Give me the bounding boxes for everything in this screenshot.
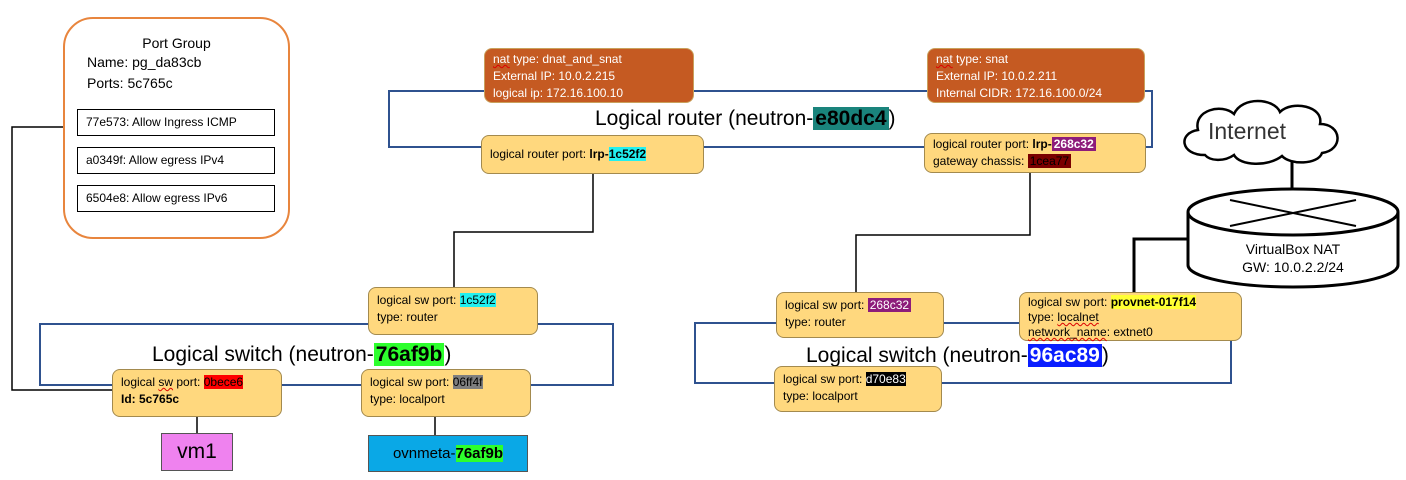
logical-router-label: Logical router (neutron-e80dc4)	[595, 107, 896, 130]
acl-rule: 77e573: Allow Ingress ICMP	[77, 109, 275, 136]
switch2-port-localport: logical sw port: d70e83 type: localport	[774, 366, 942, 412]
port-group: Port Group Name: pg_da83cb Ports: 5c765c…	[63, 17, 290, 239]
ovnmeta-node: ovnmeta-76af9b	[368, 435, 528, 472]
logical-switch-1-container	[39, 323, 614, 386]
wire-provnet-nat	[1132, 237, 1190, 292]
nat-rule-snat: nat type: snat External IP: 10.0.2.211 I…	[927, 48, 1145, 103]
router-port-lrp-268c32: logical router port: lrp-268c32 gateway …	[924, 133, 1146, 173]
logical-switch-1-label: Logical switch (neutron-76af9b)	[152, 343, 452, 366]
wire-portgroup-vm-port	[11, 126, 112, 391]
wire-lrp2-lsp2	[855, 173, 1031, 292]
port-group-ports: Ports: 5c765c	[87, 75, 173, 91]
internet-cloud-icon	[1183, 99, 1339, 165]
nat-rule-dnat-and-snat: nat type: dnat_and_snat External IP: 10.…	[484, 48, 694, 103]
switch1-port-vm: logical sw port: 0bece6 Id: 5c765c	[112, 369, 282, 417]
vm1-node: vm1	[161, 433, 233, 471]
switch1-port-localport: logical sw port: 06ff4f type: localport	[361, 369, 531, 417]
logical-router-container	[388, 90, 1153, 148]
virtualbox-nat-label: VirtualBox NAT GW: 10.0.2.2/24	[1242, 241, 1344, 275]
logical-switch-2-container	[694, 322, 1232, 384]
acl-rule: a0349f: Allow egress IPv4	[77, 147, 275, 174]
internet-label: Internet	[1208, 118, 1286, 144]
switch2-port-router: logical sw port: 268c32 type: router	[776, 292, 944, 338]
port-group-title: Port Group	[142, 35, 211, 51]
switch1-port-router: logical sw port: 1c52f2 type: router	[368, 287, 538, 335]
switch2-port-provnet: logical sw port: provnet-017f14 type: lo…	[1019, 292, 1242, 341]
wire-lrp1-lsp1	[453, 174, 594, 287]
router-port-lrp-1c52f2: logical router port: lrp-1c52f2	[481, 135, 704, 174]
port-group-name: Name: pg_da83cb	[87, 54, 202, 70]
virtualbox-nat-router-icon	[1186, 187, 1400, 289]
logical-switch-2-label: Logical switch (neutron-96ac89)	[806, 344, 1109, 367]
acl-rule: 6504e8: Allow egress IPv6	[77, 185, 275, 212]
